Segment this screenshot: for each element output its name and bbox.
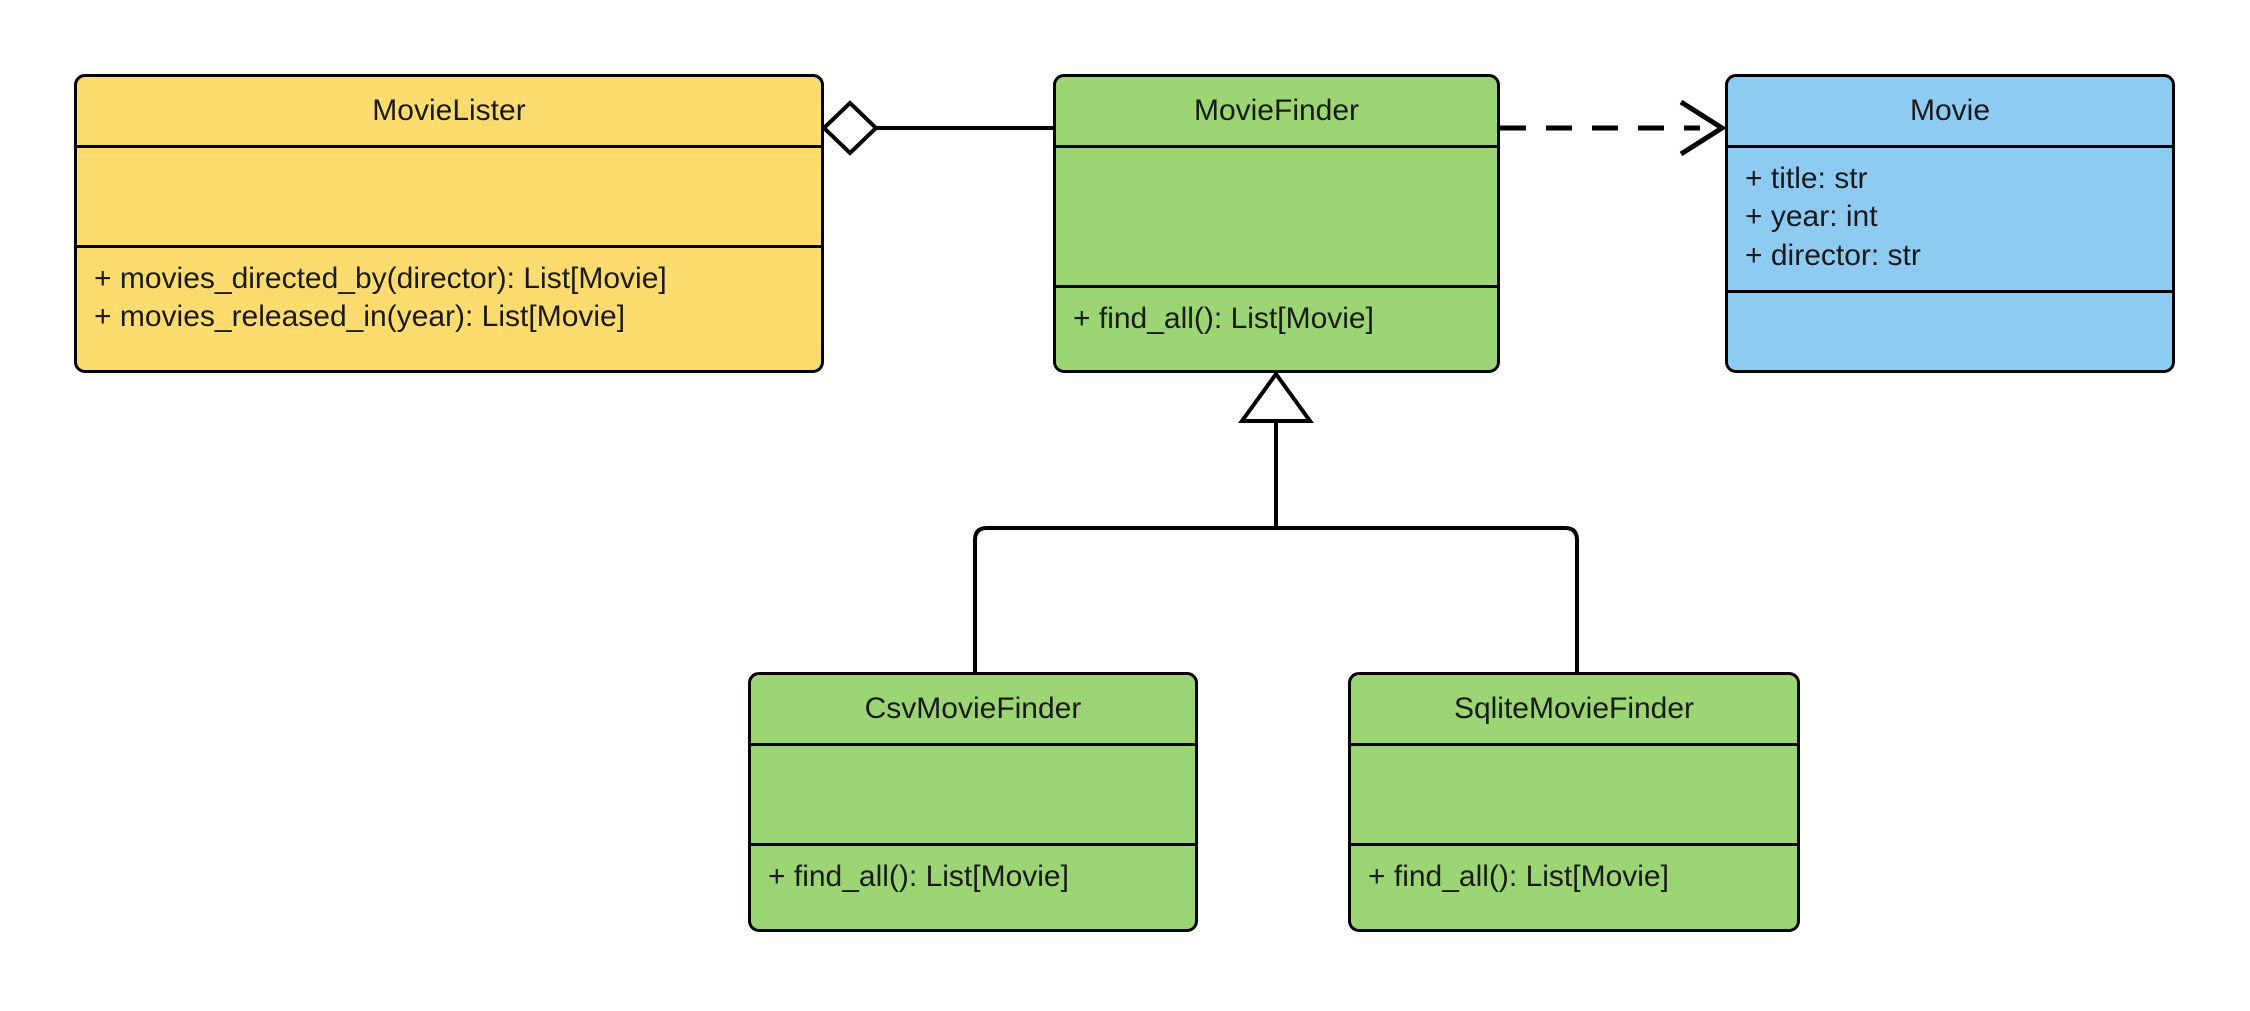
generalization-edge-tree [973, 370, 1579, 672]
class-methods-movie [1728, 293, 2172, 370]
class-member: + year: int [1745, 200, 1878, 234]
class-attributes-movie-finder [1056, 148, 1497, 288]
class-box-sqlite-movie-finder[interactable]: SqliteMovieFinder + find_all(): List[Mov… [1348, 672, 1800, 932]
class-title-movie-lister: MovieLister [77, 77, 821, 148]
class-member: + find_all(): List[Movie] [1368, 860, 1669, 893]
class-member: + find_all(): List[Movie] [768, 860, 1069, 893]
class-attributes-csv-movie-finder [751, 746, 1195, 846]
class-box-movie[interactable]: Movie + title: str + year: int + directo… [1725, 74, 2175, 373]
class-methods-sqlite-movie-finder: + find_all(): List[Movie] [1351, 846, 1797, 929]
class-member: + movies_released_in(year): List[Movie] [94, 300, 626, 334]
class-attributes-sqlite-movie-finder [1351, 746, 1797, 846]
aggregation-edge-lister-finder [821, 100, 1053, 156]
class-title-csv-movie-finder: CsvMovieFinder [751, 675, 1195, 746]
class-methods-csv-movie-finder: + find_all(): List[Movie] [751, 846, 1195, 929]
class-member: + director: str [1745, 238, 1921, 272]
class-box-movie-lister[interactable]: MovieLister + movies_directed_by(directo… [74, 74, 824, 373]
class-member: + find_all(): List[Movie] [1073, 302, 1374, 335]
class-box-movie-finder[interactable]: MovieFinder + find_all(): List[Movie] [1053, 74, 1500, 373]
open-arrowhead-icon [1679, 99, 1727, 157]
class-methods-movie-lister: + movies_directed_by(director): List[Mov… [77, 248, 821, 370]
class-attributes-movie-lister [77, 148, 821, 248]
class-member: + title: str [1745, 162, 1868, 195]
class-title-movie-finder: MovieFinder [1056, 77, 1497, 148]
hollow-triangle-icon [1238, 370, 1314, 423]
class-methods-movie-finder: + find_all(): List[Movie] [1056, 288, 1497, 370]
class-box-csv-movie-finder[interactable]: CsvMovieFinder + find_all(): List[Movie] [748, 672, 1198, 932]
class-title-sqlite-movie-finder: SqliteMovieFinder [1351, 675, 1797, 746]
generalization-branch [973, 526, 1579, 672]
dependency-edge-finder-movie [1500, 99, 1727, 157]
class-attributes-movie: + title: str + year: int + director: str [1728, 148, 2172, 293]
class-member: + movies_directed_by(director): List[Mov… [94, 262, 667, 295]
hollow-diamond-icon [821, 100, 879, 156]
class-title-movie: Movie [1728, 77, 2172, 148]
